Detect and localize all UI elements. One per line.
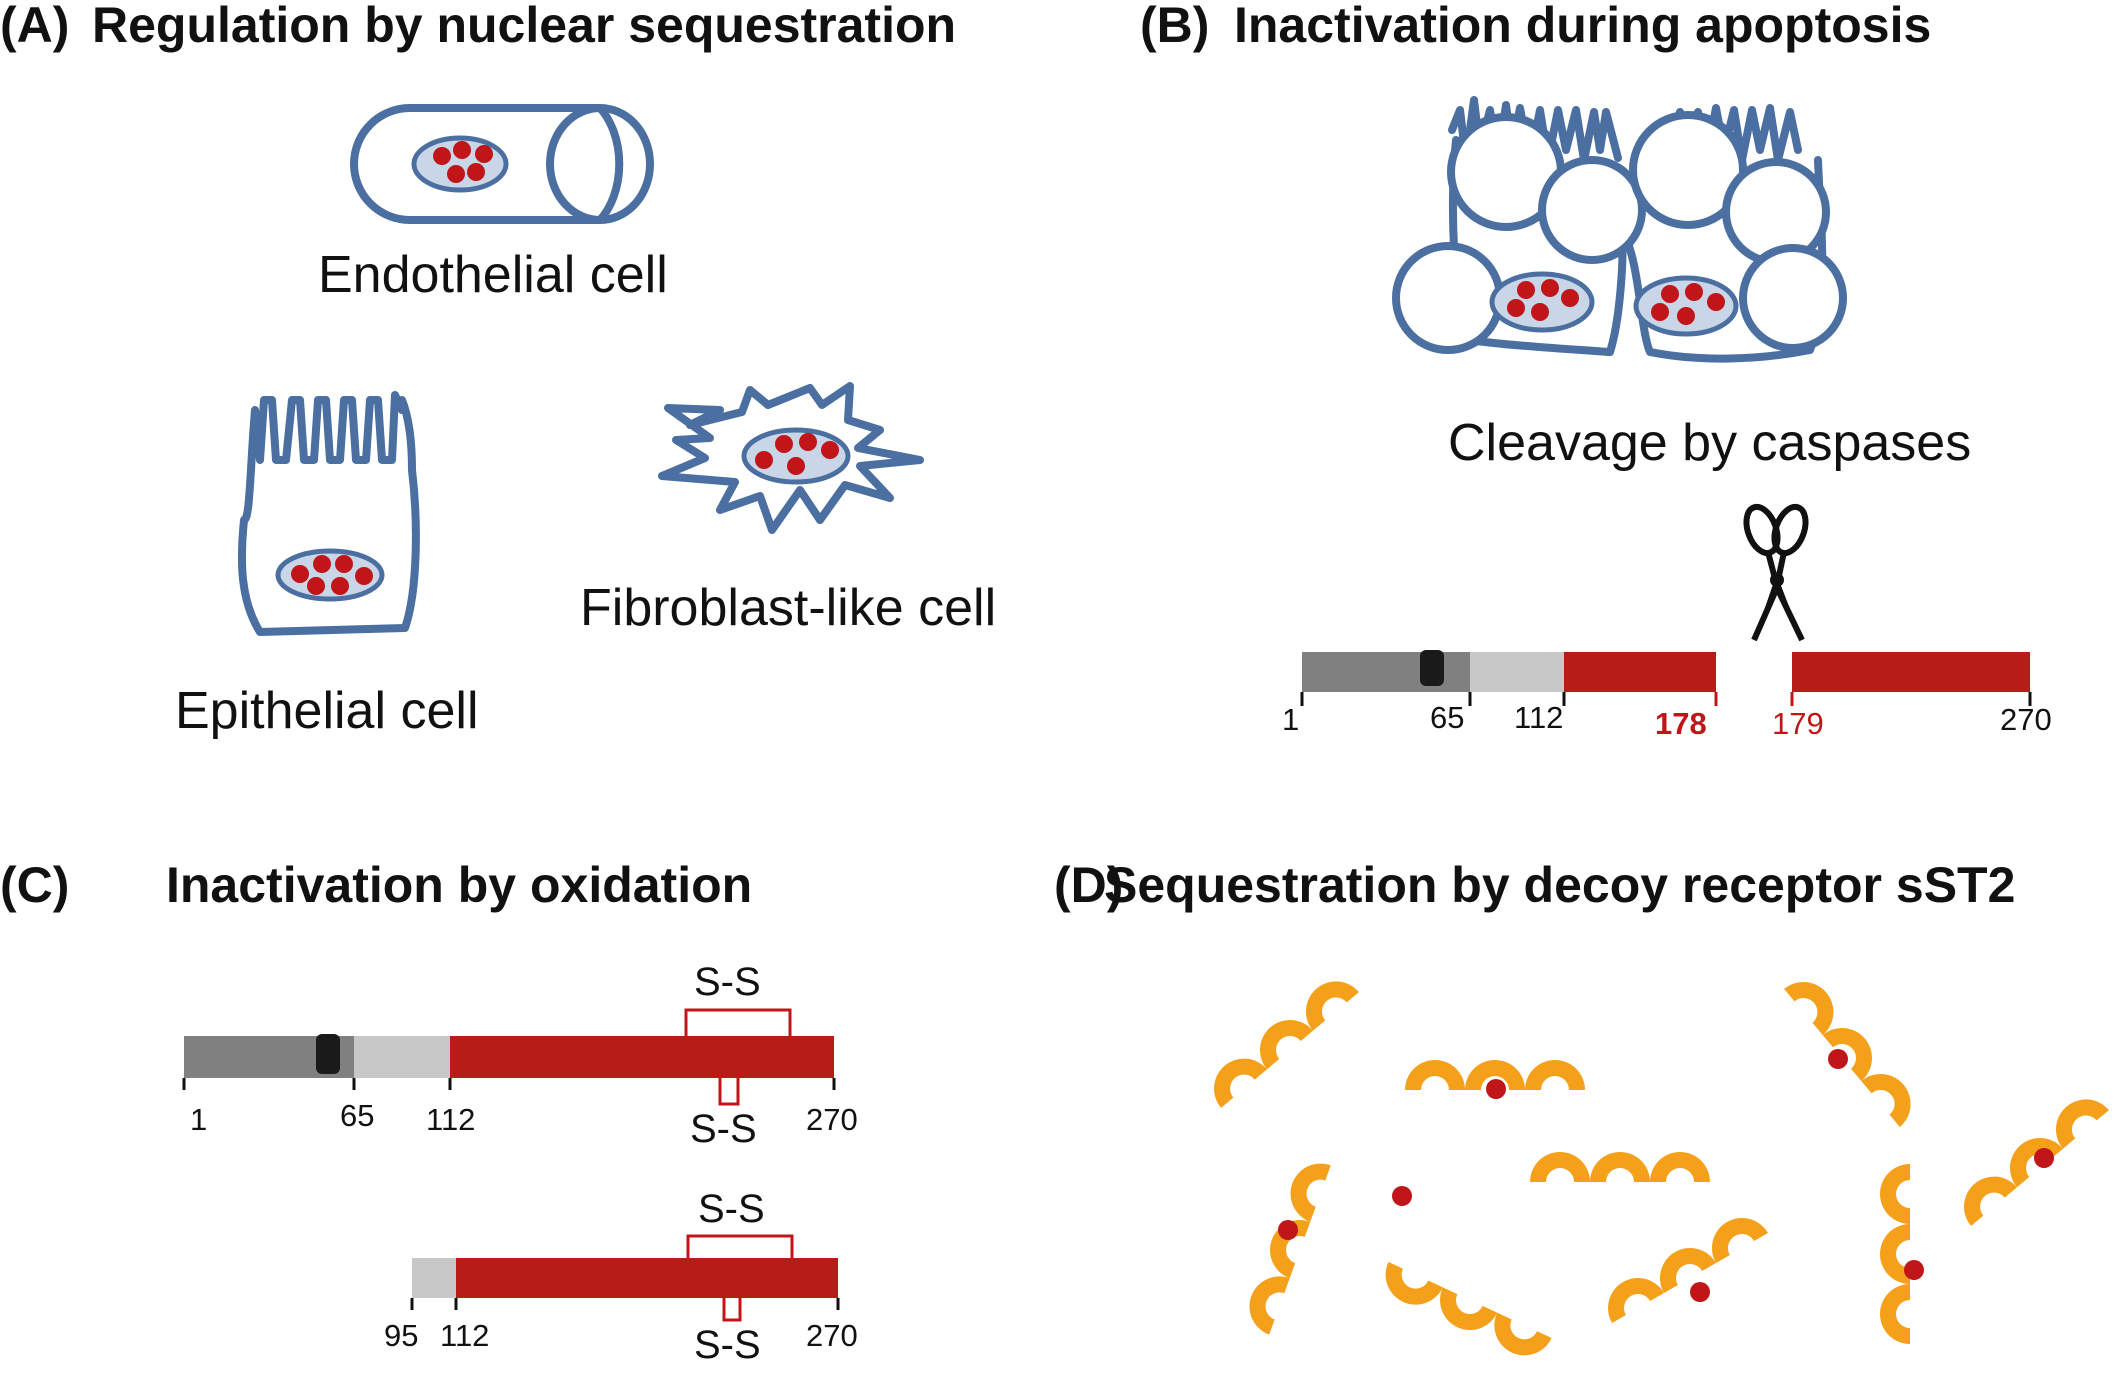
tick-112: 112 <box>1514 700 1563 735</box>
il33-full-length-diagram: S-S S-S 1 65 112 270 <box>182 960 858 1151</box>
top-ss-upper: S-S <box>694 960 761 1004</box>
sst2-6 <box>1376 1262 1552 1365</box>
scissors-icon <box>1743 503 1809 642</box>
bottom-ss-upper: S-S <box>698 1187 765 1231</box>
c-tick-112b: 112 <box>440 1318 489 1353</box>
endothelial-cell-label: Endothelial cell <box>318 246 668 304</box>
sst2-3 <box>1784 970 1923 1127</box>
c-tick-95: 95 <box>384 1318 418 1353</box>
panel-c-letter: (C) <box>0 857 69 913</box>
tick-270: 270 <box>2000 702 2052 737</box>
top-ss-lower: S-S <box>690 1107 757 1151</box>
panel-c-title: Inactivation by oxidation <box>166 857 752 913</box>
fibroblast-cell-label: Fibroblast-like cell <box>580 579 996 637</box>
il33-dots <box>1278 1049 2054 1302</box>
sst2-7 <box>1597 1207 1768 1323</box>
sst2-molecules <box>1202 969 2109 1365</box>
motif-marker <box>1420 650 1444 686</box>
c-tick-270: 270 <box>806 1102 858 1137</box>
sst2-8 <box>1880 1164 1910 1344</box>
sst2-9 <box>1952 1087 2109 1226</box>
epithelial-cell-label: Epithelial cell <box>175 682 479 740</box>
apoptotic-cells-icon <box>1392 96 1847 363</box>
panel-d-letter: (D) <box>1054 857 1123 913</box>
panel-d: (D) Sequestration by decoy receptor sST2 <box>1054 857 2109 1365</box>
sst2-5 <box>1241 1155 1331 1334</box>
panel-a-title: Regulation by nuclear sequestration <box>92 0 956 53</box>
fibroblast-cell-icon <box>658 382 924 534</box>
panel-b: (B) Inactivation during apoptosis <box>1140 0 2052 741</box>
endothelial-cell-icon <box>350 104 654 224</box>
c-tick-112: 112 <box>426 1102 475 1137</box>
bottom-ss-lower: S-S <box>694 1323 761 1367</box>
il33-truncated-diagram: S-S S-S 95 112 270 <box>384 1187 858 1367</box>
c-tick-1: 1 <box>190 1102 207 1137</box>
epithelial-cell-icon <box>237 391 420 636</box>
tick-178: 178 <box>1655 706 1707 741</box>
caspase-cleavage-label: Cleavage by caspases <box>1448 414 1971 472</box>
sst2-4 <box>1530 1152 1710 1182</box>
tick-1: 1 <box>1282 702 1299 737</box>
panel-d-title: Sequestration by decoy receptor sST2 <box>1104 857 2015 913</box>
panel-b-title: Inactivation during apoptosis <box>1234 0 1931 53</box>
c-tick-65: 65 <box>340 1098 374 1133</box>
cleaved-il33-diagram: 1 65 112 178 179 270 <box>1282 650 2052 741</box>
panel-a: (A) Regulation by nuclear sequestration … <box>0 0 996 740</box>
panel-b-letter: (B) <box>1140 0 1209 53</box>
c-tick-270b: 270 <box>806 1318 858 1353</box>
sst2-1 <box>1202 969 1359 1108</box>
tick-179: 179 <box>1772 706 1824 741</box>
tick-65: 65 <box>1430 700 1464 735</box>
panel-c: (C) Inactivation by oxidation S-S S-S 1 … <box>0 857 858 1367</box>
panel-a-letter: (A) <box>0 0 69 53</box>
